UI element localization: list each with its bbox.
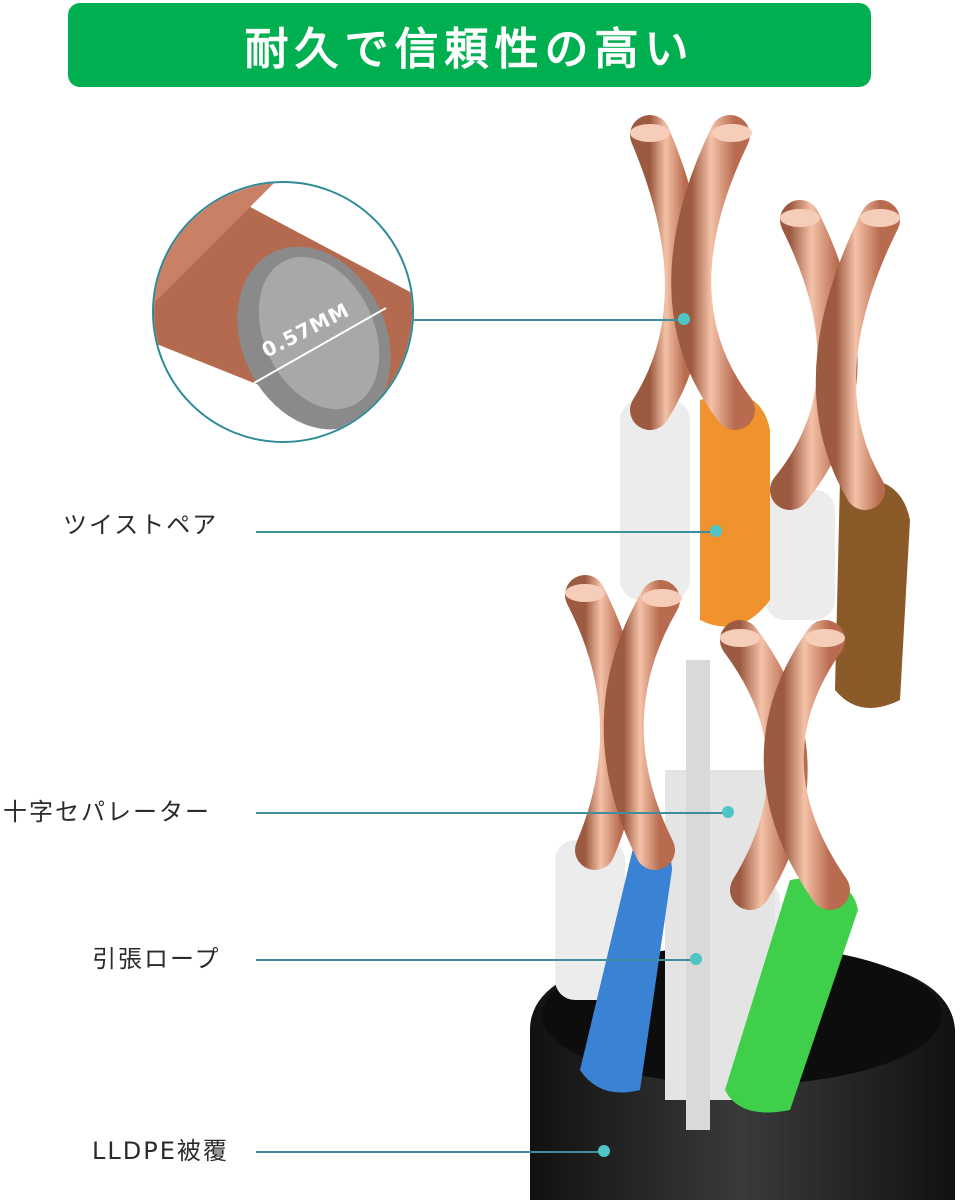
title-banner: 耐久で信頼性の高い	[68, 3, 871, 87]
conductor-zoom-circle	[152, 181, 414, 443]
banner-title: 耐久で信頼性の高い	[244, 24, 695, 75]
label-tension-rope: 引張ロープ	[92, 945, 221, 973]
cross-separator-dot	[722, 806, 734, 818]
twisted-pair-dot	[710, 525, 722, 537]
zoom-callout-line	[412, 319, 684, 321]
tension-rope-line	[256, 959, 696, 961]
label-twisted-pair: ツイストペア	[63, 511, 219, 539]
lldpe-jacket-line	[256, 1151, 604, 1153]
lldpe-jacket-dot	[598, 1145, 610, 1157]
tension-rope-dot	[690, 953, 702, 965]
label-lldpe-jacket: LLDPE被覆	[92, 1137, 229, 1165]
twisted-pair-line	[256, 531, 716, 533]
cross-separator-line	[256, 812, 728, 814]
zoom-callout-dot	[678, 313, 690, 325]
label-cross-separator: 十字セパレーター	[3, 798, 211, 826]
